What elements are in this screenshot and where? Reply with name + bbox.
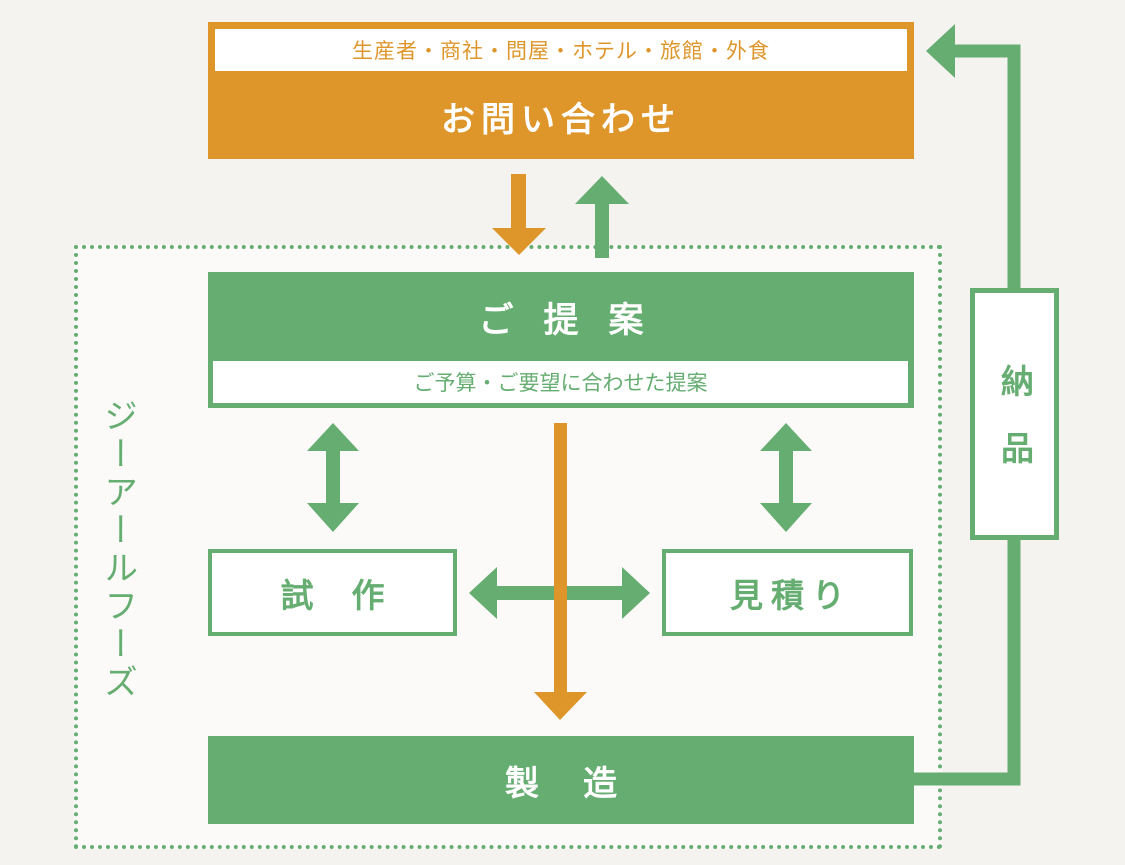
arrow-proposal-to-inquiry xyxy=(575,176,629,258)
arrow-inquiry-to-proposal xyxy=(492,174,546,255)
inquiry-title: お問い合わせ xyxy=(441,99,681,140)
arrow-proposal-prototype xyxy=(307,423,359,532)
inquiry-subtitle: 生産者・商社・問屋・ホテル・旅館・外食 xyxy=(215,29,907,71)
company-name: ジーアールフーズ xyxy=(97,398,138,702)
estimate-box: 見積り xyxy=(662,549,913,636)
arrow-proposal-estimate xyxy=(760,423,812,532)
proposal-subtitle: ご予算・ご要望に合わせた提案 xyxy=(213,361,908,403)
arrow-proposal-to-manufacture xyxy=(534,423,587,720)
delivery-box-front: 納品 xyxy=(970,288,1059,540)
manufacture-box: 製造 xyxy=(208,736,914,824)
prototype-box: 試作 xyxy=(208,549,457,636)
proposal-title: ご提案 xyxy=(478,299,674,341)
